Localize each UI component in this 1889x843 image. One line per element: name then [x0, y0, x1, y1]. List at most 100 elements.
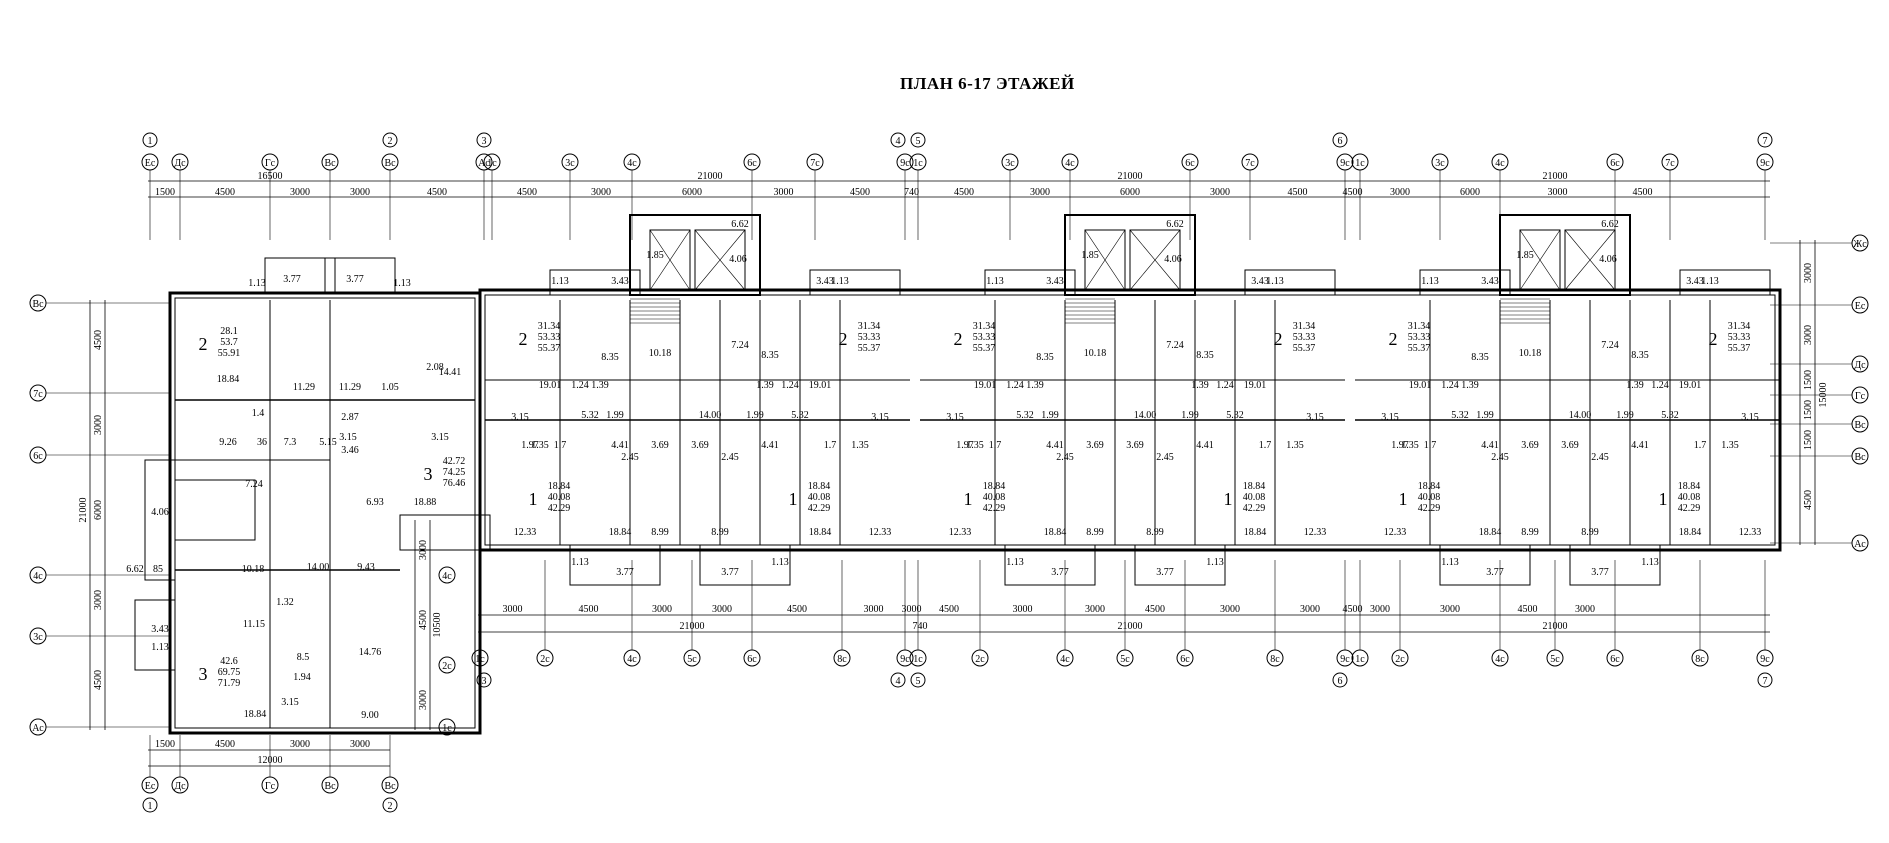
room-area: 10.18	[242, 564, 265, 575]
room-area-section: 1.35	[1721, 440, 1739, 451]
room-area-section: 10.18	[1519, 348, 1542, 359]
balcony-top	[1679, 269, 1771, 296]
room-area-section: 19.01	[809, 380, 832, 391]
axis-label-bottom: 5с	[1550, 654, 1560, 665]
axis-label-bottom: 9с	[1340, 654, 1350, 665]
room-area-section: 5.32	[1661, 410, 1679, 421]
room-area-section: 14.00	[1569, 410, 1592, 421]
room-area-section: 1.24	[781, 380, 799, 391]
apartment-living-area: 18.84	[548, 481, 571, 492]
room-area: 11.29	[339, 382, 361, 393]
apartment-rooms: 2	[1709, 329, 1718, 349]
axis-number: 5	[916, 136, 921, 147]
dim-vert: 3000	[418, 540, 429, 560]
room-area-section: 1.35	[851, 440, 869, 451]
apartment-total-area: 74.25	[443, 467, 466, 478]
stair-lift-core	[629, 214, 761, 296]
axis-label-bottom: 2с	[1395, 654, 1405, 665]
apartment-area-with-balcony: 55.37	[858, 343, 881, 354]
room-area-section: 3.69	[1561, 440, 1579, 451]
room-area-section: 1.99	[1476, 410, 1494, 421]
axis-number: 6	[1338, 676, 1343, 687]
lift-cross	[694, 229, 746, 291]
apartment-total-area: 53.33	[1408, 332, 1431, 343]
apartment-area-with-balcony: 42.29	[1678, 503, 1701, 514]
axis-label-left: 7с	[33, 389, 43, 400]
room-area-section: 18.84	[1679, 527, 1702, 538]
axis-number-marker	[890, 672, 906, 688]
room-area-section: 12.33	[1304, 527, 1327, 538]
room-area: 2.08	[426, 362, 444, 373]
room-area-section: 1.13	[771, 557, 789, 568]
apartment-total-area: 53.33	[973, 332, 996, 343]
room-area-section: 1.24	[1441, 380, 1459, 391]
apartment-living-area: 18.84	[1418, 481, 1441, 492]
dim-bottom-2: 21000	[1543, 621, 1568, 632]
page-title: ПЛАН 6-17 ЭТАЖЕЙ	[900, 74, 1075, 93]
lift-cross	[1084, 229, 1126, 291]
axis-number: 4	[896, 676, 901, 687]
axis-label-bottom-left: Ес	[145, 781, 156, 792]
room-area: 7.3	[284, 437, 297, 448]
room-area: 18.84	[244, 709, 267, 720]
room-area-section: 1.99	[1041, 410, 1059, 421]
lift-left	[174, 479, 256, 541]
room-area-section: 4.41	[761, 440, 779, 451]
dim-bottom-1: 3000	[902, 604, 922, 615]
room-area-section: 1.35	[966, 440, 984, 451]
axis-number: 4	[896, 136, 901, 147]
axis-number: 2	[388, 801, 393, 812]
apartment-area-with-balcony: 42.29	[808, 503, 831, 514]
room-area-section: 3.43	[1046, 276, 1064, 287]
room-area-section: 1.24	[1006, 380, 1024, 391]
room-area: 9.26	[219, 437, 237, 448]
axis-number-marker	[382, 132, 398, 148]
apartment-rooms: 2	[1274, 329, 1283, 349]
room-area: 14.00	[307, 562, 330, 573]
room-area-section: 8.35	[1196, 350, 1214, 361]
room-area-section: 8.99	[1581, 527, 1599, 538]
dim-right: 3000	[1803, 325, 1814, 345]
wall-block-left	[168, 291, 482, 735]
dim-right: 4500	[1803, 490, 1814, 510]
axis-label-bottom: 9с	[900, 654, 910, 665]
axis-number-marker	[142, 797, 158, 813]
axis-label-right: Дс	[1854, 360, 1866, 371]
room-area: 3.77	[346, 274, 364, 285]
dim-top-2: 6000	[682, 187, 702, 198]
dim-top-2: 3000	[774, 187, 794, 198]
dim-vert: 3000	[418, 690, 429, 710]
lift	[1084, 229, 1126, 291]
apartment-total-area: 40.08	[983, 492, 1006, 503]
balcony-top	[1244, 269, 1336, 296]
room-area-section: 12.33	[869, 527, 892, 538]
dim-top-2: 4500	[517, 187, 537, 198]
dim-bottom-1: 3000	[652, 604, 672, 615]
axis-number: 1	[148, 136, 153, 147]
axis-label-top: 3с	[1005, 158, 1015, 169]
room-area-section: 3.69	[691, 440, 709, 451]
dim-bottom-left-total: 12000	[258, 755, 283, 766]
axis-label-top: 6с	[747, 158, 757, 169]
apartment-rooms: 2	[839, 329, 848, 349]
apartment-rooms: 1	[1659, 489, 1668, 509]
axis-label-right: Ес	[1855, 301, 1866, 312]
apartment-total-area: 40.08	[1678, 492, 1701, 503]
balcony	[1134, 544, 1226, 586]
room-area-section: 19.01	[1679, 380, 1702, 391]
axis-label-top: Ас	[478, 158, 490, 169]
room-area: 85	[153, 564, 163, 575]
axis-label-left: 4с	[33, 571, 43, 582]
room-area: 3.15	[281, 697, 299, 708]
room-area: 1.94	[293, 672, 311, 683]
room-area-section: 3.77	[1156, 567, 1174, 578]
dim-top-2: 6000	[1120, 187, 1140, 198]
room-area-section: 8.99	[1521, 527, 1539, 538]
apartment-rooms: 2	[954, 329, 963, 349]
room-area-section: 2.45	[1591, 452, 1609, 463]
axis-number-marker	[890, 132, 906, 148]
apartment-area-with-balcony: 55.91	[218, 348, 241, 359]
room-area-section: 3.15	[871, 412, 889, 423]
dim-bottom-left: 3000	[350, 739, 370, 750]
room-area-section: 1.7	[989, 440, 1002, 451]
